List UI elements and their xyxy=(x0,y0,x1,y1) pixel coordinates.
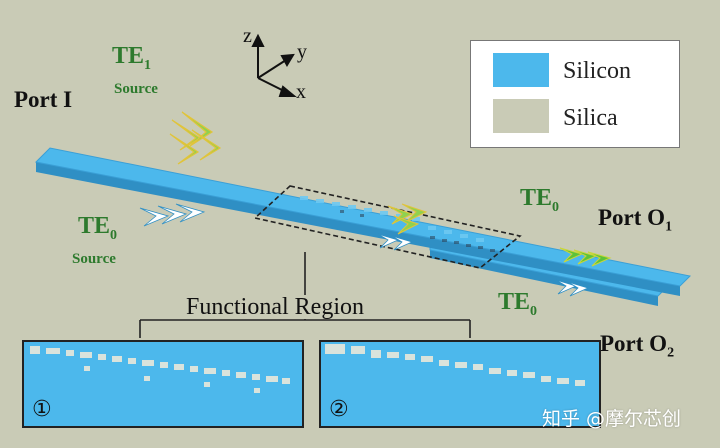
y-axis-arrow xyxy=(280,53,295,67)
output-1-arrows xyxy=(559,247,612,267)
legend-silica-swatch xyxy=(493,99,549,133)
port-output-2-sub: 2 xyxy=(667,345,675,361)
axis-triad xyxy=(251,33,297,97)
inset-2-pattern xyxy=(325,344,585,386)
te0-input-label-sub: 0 xyxy=(110,227,118,243)
te0-source-arrows xyxy=(139,203,206,227)
te1-source-arrows xyxy=(169,111,222,165)
y-axis-line xyxy=(257,59,287,79)
inset-1-number: ① xyxy=(32,397,52,422)
te1-label-sub: 1 xyxy=(144,57,152,73)
te0-output-2-label-sub: 0 xyxy=(530,303,538,319)
port-output-2-label: Port O2 xyxy=(600,332,674,361)
inset-panel-2: ② xyxy=(319,340,601,428)
te0-input-label-main: TE xyxy=(78,213,111,239)
port-output-2-main: Port O xyxy=(600,331,668,356)
legend-silicon-swatch xyxy=(493,53,549,87)
te0-output-2-label-main: TE xyxy=(498,289,531,315)
functional-region-label: Functional Region xyxy=(184,294,366,320)
functional-region-dark-pattern xyxy=(340,210,495,252)
legend-silica-label: Silica xyxy=(563,105,618,131)
te0-output-1-label: TE0 xyxy=(520,186,559,215)
te0-input-label: TE0 xyxy=(78,214,117,243)
port-input-label: Port I xyxy=(14,87,73,112)
te0-output-2-label: TE0 xyxy=(498,290,537,319)
functional-region-box xyxy=(253,185,522,269)
output-2-arrows xyxy=(555,279,590,297)
inset-2-number: ② xyxy=(329,397,349,422)
inset-panel-1: ① xyxy=(22,340,304,428)
te1-region-arrows xyxy=(387,203,428,235)
te0-output-1-label-main: TE xyxy=(520,185,553,211)
legend: Silicon Silica xyxy=(470,40,680,148)
port-output-1-main: Port O xyxy=(598,205,666,230)
te1-label-main: TE xyxy=(112,43,145,69)
port-output-1-sub: 1 xyxy=(665,219,673,235)
z-axis-arrow xyxy=(251,33,265,47)
te0-source-label: Source xyxy=(72,251,116,267)
port-output-1-label: Port O1 xyxy=(598,206,672,235)
axis-label-y: y xyxy=(297,41,307,63)
te1-label: TE1 xyxy=(112,44,151,73)
te1-source-label: Source xyxy=(114,81,158,97)
te0-region-arrows xyxy=(377,233,414,251)
te0-output-1-label-sub: 0 xyxy=(552,199,560,215)
axis-label-z: z xyxy=(243,25,252,47)
waveguide-main xyxy=(34,147,692,296)
axis-label-x: x xyxy=(296,81,306,103)
legend-silicon-label: Silicon xyxy=(563,58,632,84)
inset-1-pattern xyxy=(30,346,290,393)
x-axis-arrow xyxy=(278,85,297,97)
watermark-text: 知乎 @摩尔芯创 xyxy=(542,408,682,430)
